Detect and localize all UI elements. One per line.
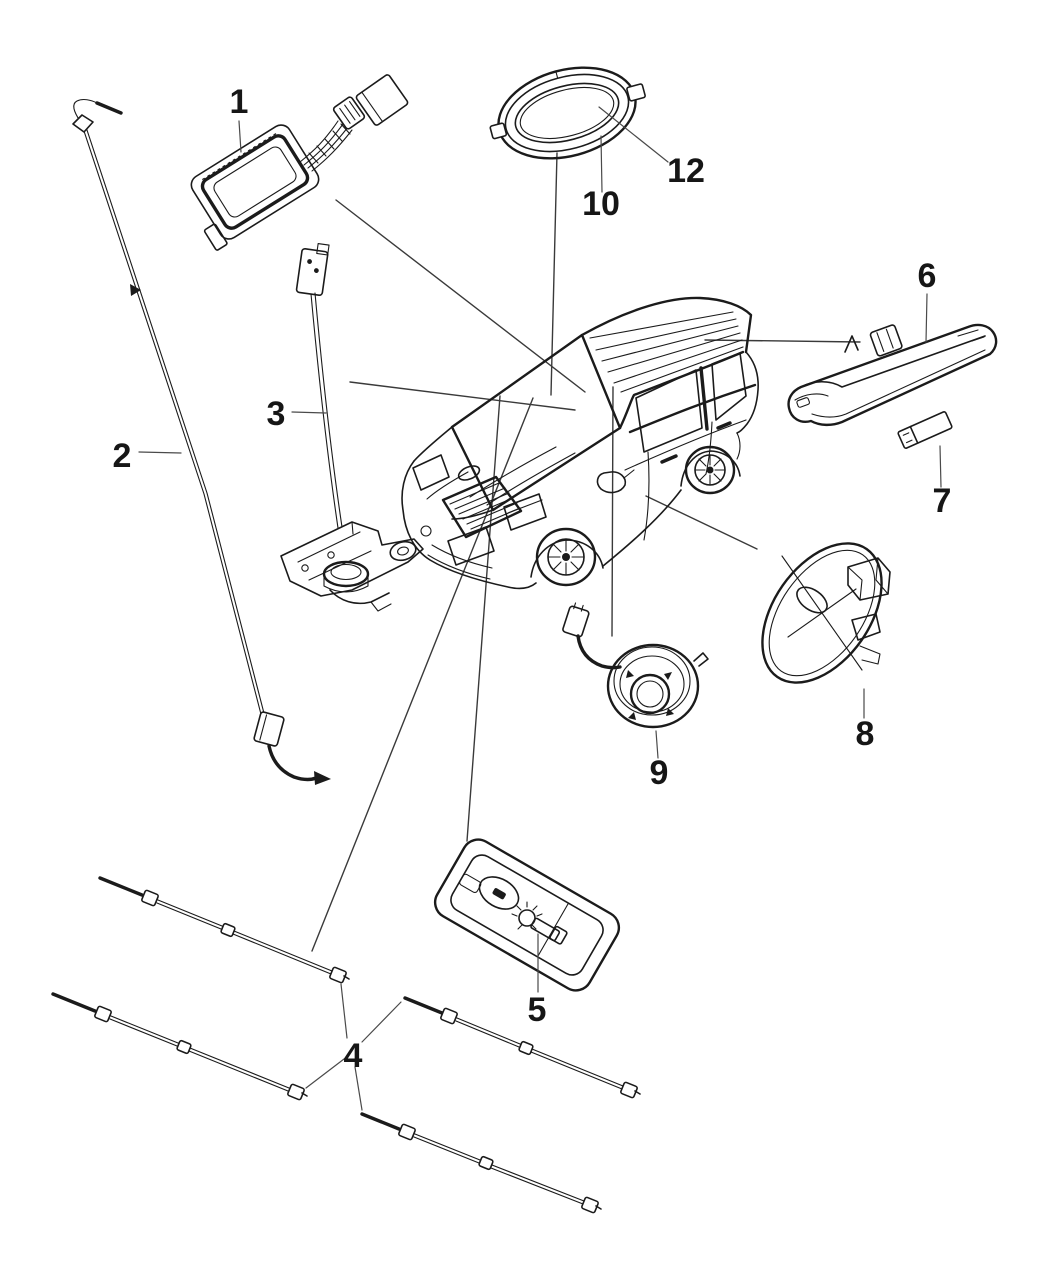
callout-2[interactable]: 2 (113, 437, 132, 475)
callout-5[interactable]: 5 (528, 991, 547, 1029)
part-3-mast (280, 243, 424, 612)
callout-6[interactable]: 6 (918, 257, 937, 295)
part-12-inner-ring (514, 82, 620, 144)
door-seam-front (643, 451, 650, 541)
wiper-right (486, 452, 576, 506)
headlamp-far (412, 454, 450, 491)
windshield (450, 333, 622, 512)
console-bulb (511, 901, 568, 945)
part-10-lamp-bezel (489, 66, 646, 160)
leader-van-to-part4 (311, 397, 534, 952)
mount-prong (844, 335, 859, 353)
hood-far-edge (413, 426, 453, 462)
vehicle-van (401, 296, 759, 590)
front-wheel (530, 527, 604, 587)
leader-part1-to-van (335, 199, 586, 393)
brand-badge (457, 465, 481, 481)
part-5-console-lamp (433, 838, 621, 992)
part-7-bulb (897, 411, 953, 449)
hood-crease (426, 471, 469, 500)
leader-part10-to-van (550, 152, 558, 396)
side-mirror (596, 471, 627, 494)
headlamp-near (503, 493, 547, 531)
harness-rod (403, 996, 641, 1099)
b-pillar (699, 366, 709, 431)
callout-7[interactable]: 7 (933, 482, 952, 520)
callout-10[interactable]: 10 (582, 185, 620, 223)
part-8-dome-lens (761, 542, 891, 684)
lamp-tab (693, 652, 709, 667)
callout-9[interactable]: 9 (650, 754, 669, 792)
rocker (602, 489, 682, 567)
lamp-connector (869, 324, 903, 357)
callout-leaders (138, 106, 942, 1111)
part-2-rod (72, 98, 331, 785)
license-recess (447, 526, 495, 566)
callout-12[interactable]: 12 (667, 152, 705, 190)
front-door-window (635, 369, 703, 453)
grille (441, 465, 523, 539)
mast-connector (295, 243, 330, 297)
callout-8[interactable]: 8 (856, 715, 875, 753)
callout-3[interactable]: 3 (267, 395, 286, 433)
door-seam-slider (705, 421, 713, 475)
lamp-connector (562, 602, 590, 638)
leader-van-to-part8 (645, 495, 758, 550)
leader-van-to-part9 (611, 386, 614, 637)
callout-1[interactable]: 1 (230, 83, 249, 121)
door-handles (660, 421, 732, 464)
part-4-harness-group (51, 876, 641, 1214)
lens-bracket (847, 557, 891, 601)
leader-part3-to-van (349, 381, 576, 411)
sliding-door-window (711, 352, 747, 421)
harness-rod (51, 992, 308, 1101)
roof-ribs (589, 311, 744, 393)
leader-van-to-part5 (466, 395, 501, 842)
part-1-lamp-module (190, 74, 409, 251)
callout-labels: 1 2 3 4 5 6 7 8 9 10 12 (113, 83, 952, 1075)
harness-rod (98, 876, 350, 984)
connector-small (332, 96, 366, 130)
fog-lamp (420, 525, 432, 537)
wire-hatch (308, 123, 351, 164)
wire-arrow-tip (314, 771, 331, 785)
harness-rod (360, 1112, 602, 1214)
leader-lines (311, 152, 861, 952)
front-bumper (401, 460, 537, 590)
rod-clip-mark (130, 284, 141, 296)
callout-4[interactable]: 4 (344, 1037, 363, 1075)
rear-wheel (680, 445, 741, 495)
part-9-courtesy-lamp (562, 602, 709, 729)
connector-large (355, 74, 409, 126)
leader-van-to-part6 (704, 339, 861, 343)
part-6-reading-lamp (787, 323, 998, 427)
